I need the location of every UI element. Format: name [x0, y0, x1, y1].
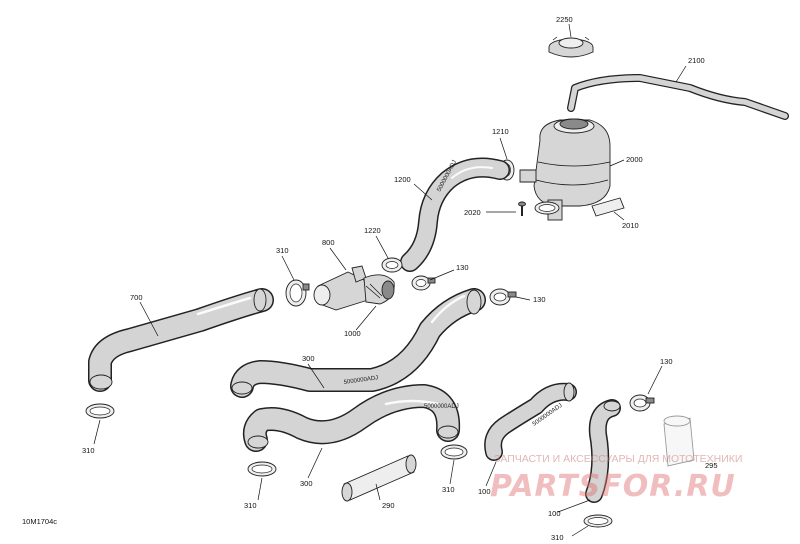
protective-sleeve-295: [663, 415, 695, 467]
callout-290: 290: [382, 501, 395, 510]
callout-300-b: 300: [300, 479, 313, 488]
clamp-1220: [381, 257, 403, 273]
screw-2020: [518, 201, 526, 216]
callout-2100: 2100: [688, 56, 705, 65]
callout-1000: 1000: [344, 329, 361, 338]
clamp-130-mid: [489, 288, 517, 306]
clamp-310-left: [85, 403, 115, 419]
callout-310-bottom-right: 310: [551, 533, 564, 542]
callout-800: 800: [322, 238, 335, 247]
callout-2010: 2010: [622, 221, 639, 230]
callout-1220: 1220: [364, 226, 381, 235]
clamp-310-top: [285, 279, 310, 307]
callout-2020: 2020: [464, 208, 481, 217]
hose-300-lower-marking: 5000000ADJ: [424, 404, 459, 410]
callout-130-c: 130: [660, 357, 673, 366]
callout-130-b: 130: [533, 295, 546, 304]
callout-300-a: 300: [302, 354, 315, 363]
tank-strap-2010: [591, 197, 625, 217]
tank-hose-clamp: [534, 201, 560, 215]
radiator-cap-2250: [548, 36, 594, 58]
hose-300-upper-marking: 5000000ADJ: [343, 375, 378, 386]
hose-300-lower: 5000000ADJ: [242, 384, 461, 452]
overflow-hose-2100: [567, 74, 789, 120]
callout-100-b: 100: [548, 509, 561, 518]
hose-100-b: [585, 399, 621, 503]
clamp-310-bottom-right: [583, 514, 613, 528]
callout-700: 700: [130, 293, 143, 302]
hose-700: [88, 288, 274, 392]
clamp-310-bottom-left: [247, 461, 277, 477]
callout-310-bottom-left: 310: [244, 501, 257, 510]
callout-2250: 2250: [556, 15, 573, 24]
hose-100-a: 5000000ADJ: [484, 382, 577, 461]
callout-1210: 1210: [492, 127, 509, 136]
callout-310-bottom-mid: 310: [442, 485, 455, 494]
callout-130-a: 130: [456, 263, 469, 272]
callout-310-top: 310: [276, 246, 289, 255]
drawing-code: 10M1704c: [22, 517, 58, 526]
clamp-130-upper: [411, 275, 436, 291]
callout-2000: 2000: [626, 155, 643, 164]
clamp-310-bottom-mid: [440, 444, 468, 460]
watermark-caption: ЗАПЧАСТИ И АКСЕССУАРЫ ДЛЯ МОТОТЕХНИКИ: [494, 453, 742, 465]
thermostat-housing-800: [313, 265, 395, 311]
callout-100-a: 100: [478, 487, 491, 496]
watermark-logo: PARTSFOR.RU: [490, 469, 736, 504]
clamp-130-right: [629, 394, 655, 412]
callout-310-left: 310: [82, 446, 95, 455]
hose-1200: 5000000ADJ: [400, 157, 510, 272]
callout-295: 295: [705, 461, 718, 470]
hose-300-upper: 5000000ADJ: [230, 288, 486, 398]
callout-1200: 1200: [394, 175, 411, 184]
protective-sleeve-290: [341, 454, 417, 502]
